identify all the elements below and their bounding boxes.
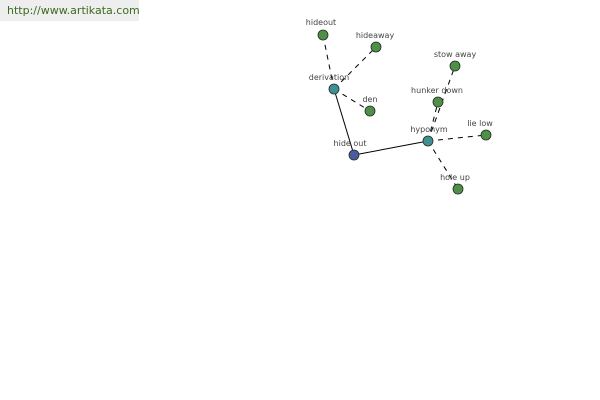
node-circle-stow-away[interactable] [449,60,461,72]
node-circle-derivation[interactable] [328,83,340,95]
node-circle-hideaway[interactable] [370,41,382,53]
nodes-layer: hide out derivation hyponym hideout hideaway… [306,18,493,195]
node-lie-low[interactable]: lie low [467,119,493,141]
node-label-hideout: hideout [306,18,336,27]
node-label-hole-up: hole up [440,173,470,182]
edge-hideout-center-to-hyponym [353,140,429,156]
edge-hyponym-to-lie-low [427,134,487,142]
node-circle-hunker-down[interactable] [432,96,444,108]
node-circle-hole-up[interactable] [452,183,464,195]
node-den[interactable]: den [362,95,378,117]
node-hideout[interactable]: hideout [306,18,336,41]
node-hideaway[interactable]: hideaway [356,31,395,53]
node-circle-hyponym[interactable] [422,135,434,147]
node-label-den: den [362,95,377,104]
node-circle-hideout[interactable] [317,29,329,41]
edge-hideout-center-to-derivation [333,88,355,156]
node-hole-up[interactable]: hole up [440,173,470,195]
node-label-lie-low: lie low [467,119,493,128]
node-derivation[interactable]: derivation [309,73,349,95]
node-label-hunker-down: hunker down [411,86,463,95]
node-label-hideout-center: hide out [334,139,367,148]
edge-hyponym-to-hunker-down [427,101,439,142]
node-circle-lie-low[interactable] [480,129,492,141]
edge-derivation-to-hideaway [333,46,377,90]
edges-layer [322,34,487,190]
node-hideout-center[interactable]: hide out [334,139,367,161]
node-label-derivation: derivation [309,73,349,82]
node-stow-away[interactable]: stow away [434,50,477,72]
node-label-hideaway: hideaway [356,31,395,40]
edge-derivation-to-den [333,88,371,112]
node-label-hyponym: hyponym [410,125,448,134]
node-hyponym[interactable]: hyponym [410,125,448,147]
edge-hyponym-to-stow-away [427,65,456,142]
node-label-stow-away: stow away [434,50,477,59]
url-banner: http://www.artikata.com [0,0,140,21]
node-circle-hideout-center[interactable] [348,149,360,161]
node-circle-den[interactable] [364,105,376,117]
node-hunker-down[interactable]: hunker down [411,86,463,108]
site-url-link[interactable]: http://www.artikata.com [7,4,140,17]
